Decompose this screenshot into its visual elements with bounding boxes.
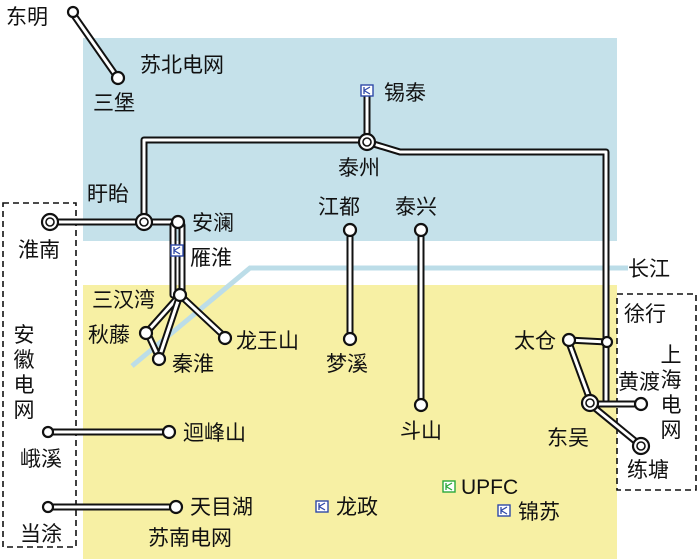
label-taixing: 泰兴 [395,195,437,219]
node-mengxi [342,331,358,347]
converter-icon-xitai [360,84,374,97]
label-anlan: 安澜 [192,211,234,235]
node-dongwu [580,393,600,413]
line-dongming-sanbao [69,10,121,81]
yangtze-river [130,265,628,368]
label-shanghai-grid: 上海电网 [661,343,682,442]
converter-icon-jinsu [497,504,511,517]
line-dongwu-liantang [586,400,644,449]
node-huifengshan [161,424,177,440]
node-xuyi-ring [139,217,149,227]
node-dongming [66,5,80,19]
anhui-grid-box [2,202,77,548]
node-anlan [170,214,186,230]
line-sanhanwan-longwangshan [176,291,229,341]
node-taicang [561,332,577,348]
line-sanhanwan-qinhuai [155,291,184,362]
label-huangdu: 黄渡 [618,370,660,394]
node-taizhou-ring [362,137,372,147]
shanghai-grid-box [616,293,697,491]
label-doushan: 斗山 [400,419,442,443]
node-dongwu-ring [585,398,595,408]
label-subei-grid: 苏北电网 [140,53,224,77]
node-taixing [413,222,429,238]
label-sanbao: 三堡 [93,91,135,115]
node-taizhou [357,132,377,152]
node-doushan [413,397,429,413]
label-qiuteng: 秋藤 [88,323,130,347]
label-tianmuhu: 天目湖 [190,495,253,519]
node-jiangdu [342,222,358,238]
label-exi: 峨溪 [20,447,62,471]
label-anhui-grid: 安徽电网 [14,323,35,422]
converter-icon-longzheng [315,500,329,513]
label-sanhanwan: 三汉湾 [92,288,155,312]
line-anlan-sanhanwan [169,221,186,299]
upfc-icon [442,480,456,493]
node-sanbao [110,70,126,86]
station-nodes [40,5,651,515]
node-exi [41,425,55,439]
label-liantang: 练塘 [627,458,669,482]
labels: 东明 苏北电网 三堡 锡泰 泰州 盱眙 安澜 淮南 雁淮 江都 泰兴 长江 三汉… [6,5,682,550]
label-taizhou: 泰州 [338,156,380,180]
node-qinhuai [151,351,167,367]
label-jinsu: 锦苏 [518,500,560,524]
node-liantang [631,436,651,456]
label-jiangdu: 江都 [318,195,360,219]
label-sunan-grid: 苏南电网 [148,526,232,550]
label-taicang: 太仓 [514,329,556,353]
label-xuhang: 徐行 [624,302,666,326]
line-xuyi-taizhou [140,136,371,226]
node-tianmuhu [168,499,184,515]
node-huangdu [633,396,649,412]
label-upfc: UPFC [461,476,518,499]
label-dongwu: 东吴 [547,426,589,450]
label-river: 长江 [628,257,670,281]
node-longwangshan [217,330,233,346]
label-xitai: 锡泰 [384,81,426,105]
label-dongming: 东明 [6,5,48,29]
label-longwangshan: 龙王山 [236,329,299,353]
node-qiuteng [138,325,154,341]
label-yanhuai: 雁淮 [190,246,232,270]
node-huainan-ring [45,217,55,227]
line-taizhou-dongwu [363,138,610,404]
device-icons [170,84,511,517]
label-huainan: 淮南 [18,238,60,262]
label-xuyi: 盱眙 [87,182,129,206]
label-mengxi: 梦溪 [326,352,368,376]
node-liantang-ring [636,441,646,451]
node-sanhanwan [172,287,188,303]
node-xuhang [600,335,614,349]
node-xuyi [134,212,154,232]
node-huainan [40,212,60,232]
label-dangtu: 当涂 [20,522,62,546]
label-huifengshan: 迴峰山 [183,421,246,445]
label-qinhuai: 秦淮 [172,352,214,376]
node-dangtu [41,500,55,514]
line-taicang-dongwu [564,336,594,404]
label-longzheng: 龙政 [336,495,378,519]
converter-icon-yanhuai [170,244,184,257]
